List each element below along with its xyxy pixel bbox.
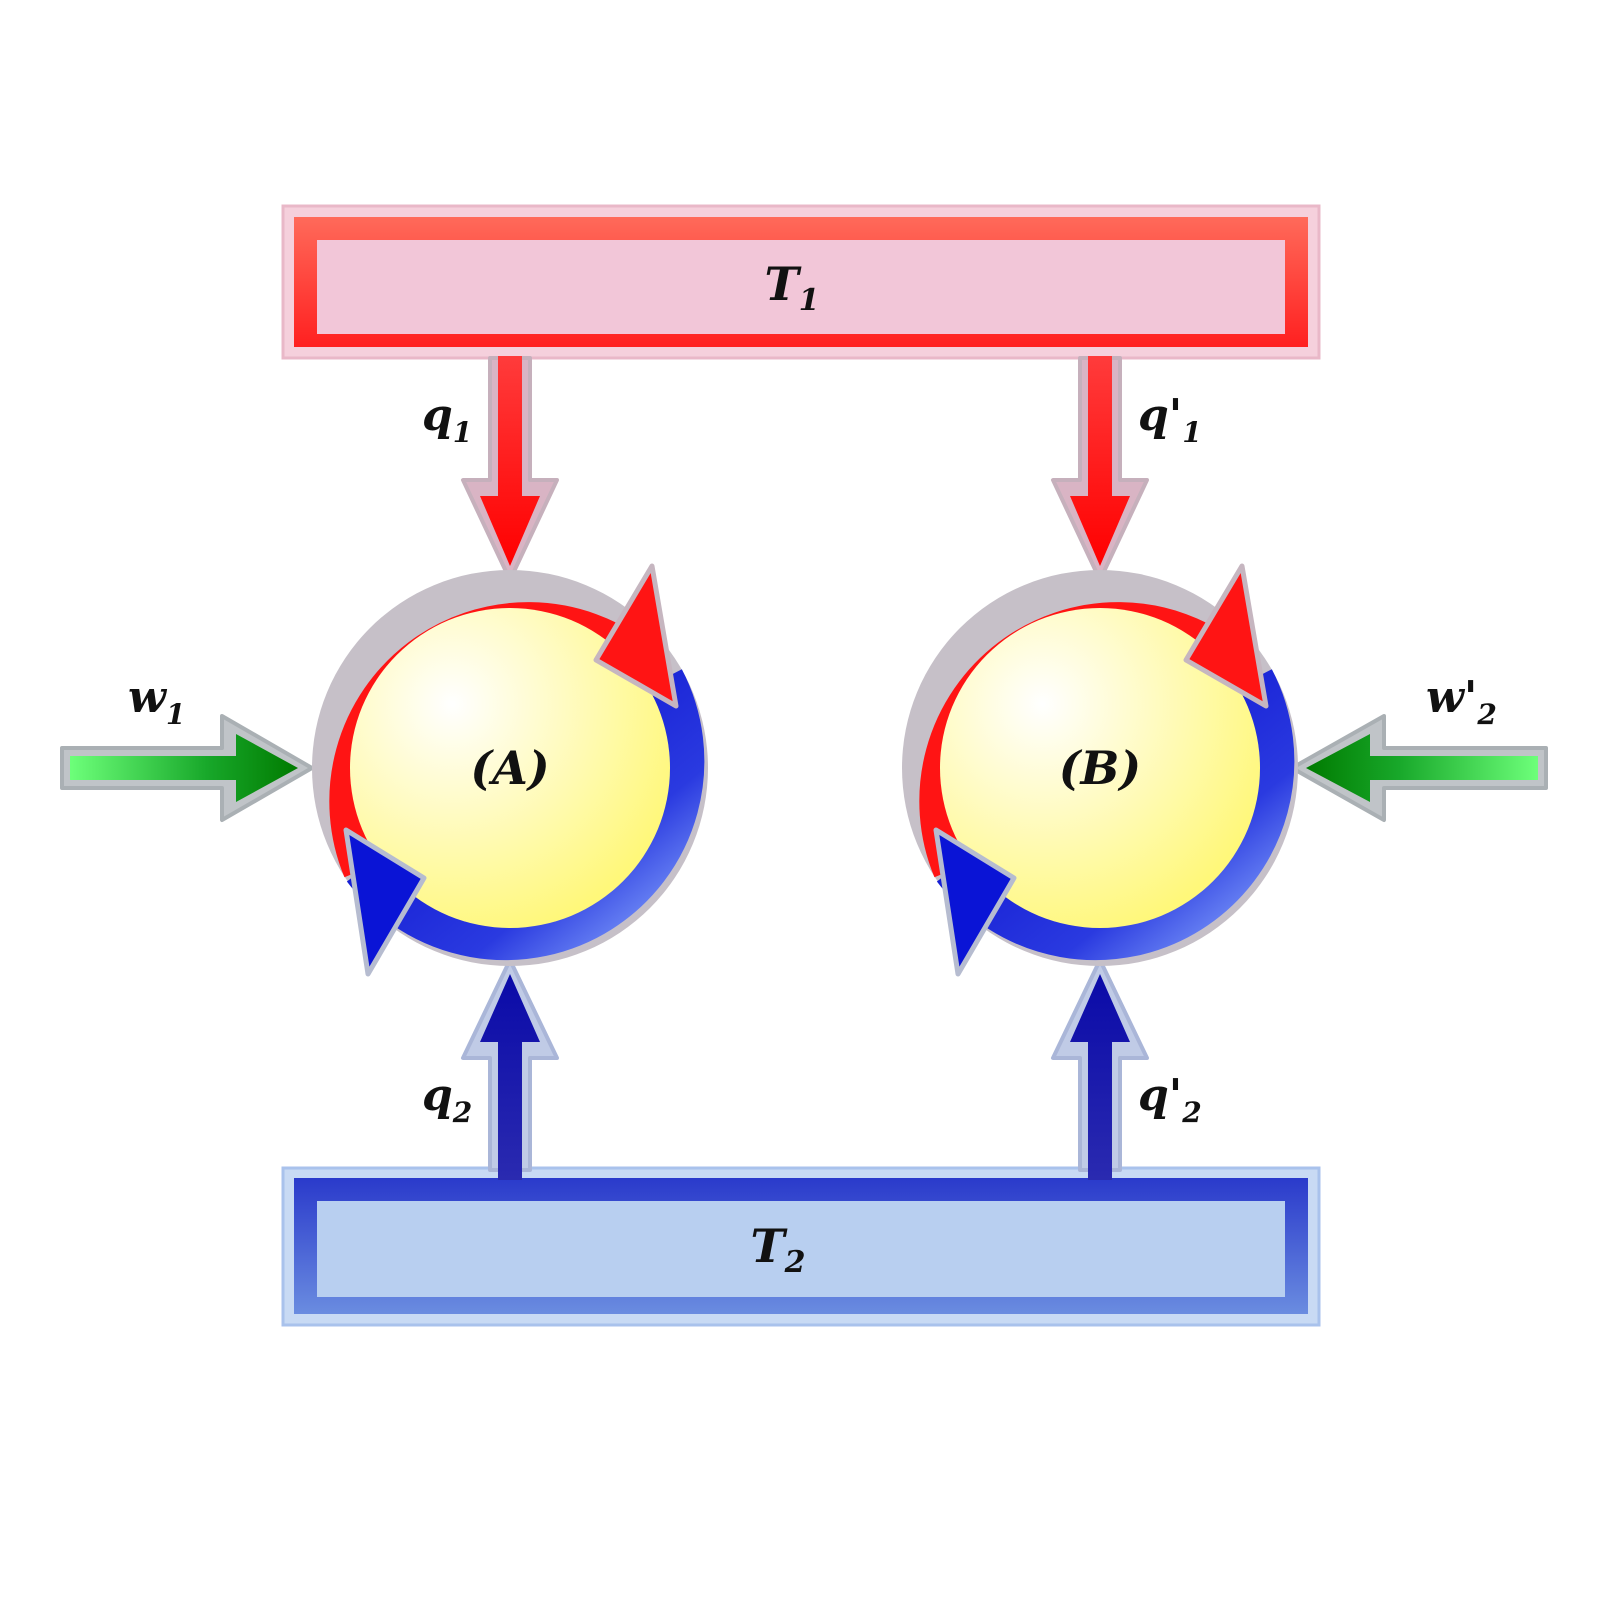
engine-a-label: (A)	[470, 741, 549, 795]
w1-label: w1	[128, 672, 185, 731]
q2-prime-label: q'2	[1138, 1070, 1202, 1129]
hot-reservoir: T1	[281, 204, 1321, 360]
cold-reservoir: T2	[281, 1166, 1321, 1327]
heat-flow-q2-arrow	[461, 958, 559, 1180]
engine-b-label: (B)	[1059, 741, 1141, 795]
q1-prime-label: q'1	[1138, 390, 1202, 449]
cold-reservoir-label: T2	[750, 1219, 805, 1280]
engine-b: (B)	[902, 563, 1298, 977]
heat-flow-q1-arrow	[461, 356, 559, 582]
engine-a: (A)	[312, 563, 708, 977]
heat-flow-q2-prime-arrow	[1051, 958, 1149, 1180]
q2-label: q2	[422, 1070, 472, 1129]
heat-flow-q1-prime-arrow	[1051, 356, 1149, 582]
work-w1-arrow	[60, 714, 314, 822]
hot-reservoir-label: T1	[764, 257, 819, 318]
q1-label: q1	[422, 390, 472, 449]
w2-prime-label: w'2	[1426, 672, 1497, 731]
work-w2-prime-arrow	[1290, 714, 1548, 822]
